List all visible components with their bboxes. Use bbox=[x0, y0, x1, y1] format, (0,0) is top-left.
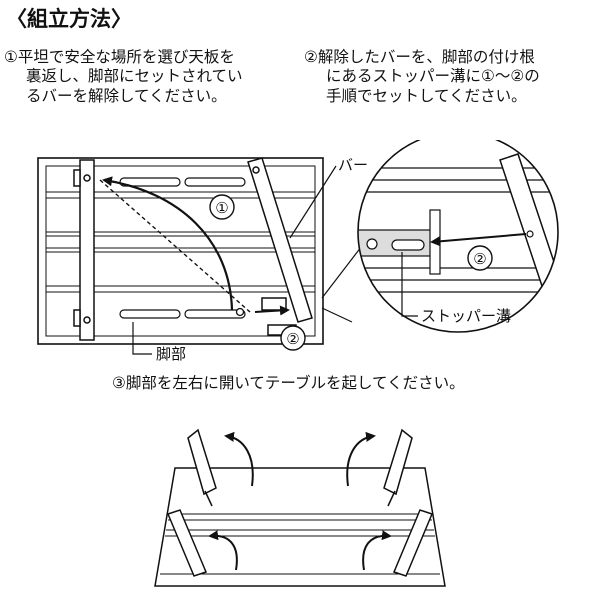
page-title: 〈組立方法〉 bbox=[6, 7, 132, 31]
arrow-step-1 bbox=[102, 176, 234, 311]
step-2-line-1: ②解除したバーを、脚部の付け根 bbox=[304, 48, 535, 66]
step-1-text: ①平坦で安全な場所を選び天板を 裏返し、脚部にセットされてい るバーを解除してく… bbox=[4, 48, 296, 106]
slots bbox=[119, 177, 246, 319]
step-2-line-3: 手順でセットしてください。 bbox=[326, 86, 527, 105]
callout-line-bottom bbox=[321, 307, 353, 323]
leg-bottom-left bbox=[166, 509, 208, 577]
step-2-text: ②解除したバーを、脚部の付け根 にあるストッパー溝に①〜②の 手順でセットしてく… bbox=[304, 48, 596, 106]
arrow-open-bottom-right bbox=[362, 530, 392, 571]
leg-left bbox=[73, 159, 95, 341]
step-2-line-2: にあるストッパー溝に①〜②の bbox=[326, 67, 540, 86]
leader-leg bbox=[132, 322, 152, 355]
mark-2-detail-label: ② bbox=[473, 250, 486, 268]
label-leg: 脚部 bbox=[156, 345, 186, 363]
step-1-line-1: ①平坦で安全な場所を選び天板を bbox=[4, 48, 235, 66]
assembly-diagram-top: ① ② バー 脚部 ② ストッパー溝 bbox=[37, 140, 559, 363]
bar bbox=[99, 179, 251, 317]
leader-bar bbox=[289, 165, 337, 239]
leg-top-left bbox=[187, 428, 217, 507]
arrow-detail bbox=[430, 233, 527, 247]
mark-2-label: ② bbox=[286, 330, 299, 348]
label-stopper: ストッパー溝 bbox=[421, 307, 511, 325]
step-1-line-3: るバーを解除してください。 bbox=[26, 86, 227, 105]
assembly-diagram-bottom bbox=[154, 428, 446, 587]
step-3-text: ③脚部を左右に開いてテーブルを起してください。 bbox=[112, 374, 465, 392]
arrow-open-top-left bbox=[224, 431, 254, 487]
leader-stopper bbox=[401, 252, 418, 317]
mark-2-circle bbox=[280, 325, 306, 351]
mark-2-detail-circle bbox=[467, 245, 493, 271]
arrow-open-top-right bbox=[346, 431, 376, 487]
label-bar: バー bbox=[338, 156, 368, 174]
stopper-detail bbox=[357, 140, 559, 333]
mark-1-label: ① bbox=[215, 199, 228, 217]
leg-bottom-right bbox=[392, 509, 434, 577]
table-perspective bbox=[154, 467, 446, 587]
mark-1-circle bbox=[209, 194, 235, 220]
leg-top-right bbox=[383, 428, 413, 507]
step-1-line-2: 裏返し、脚部にセットされてい bbox=[26, 67, 243, 86]
arrow-step-2 bbox=[254, 305, 290, 316]
arrow-open-bottom-left bbox=[208, 530, 238, 571]
